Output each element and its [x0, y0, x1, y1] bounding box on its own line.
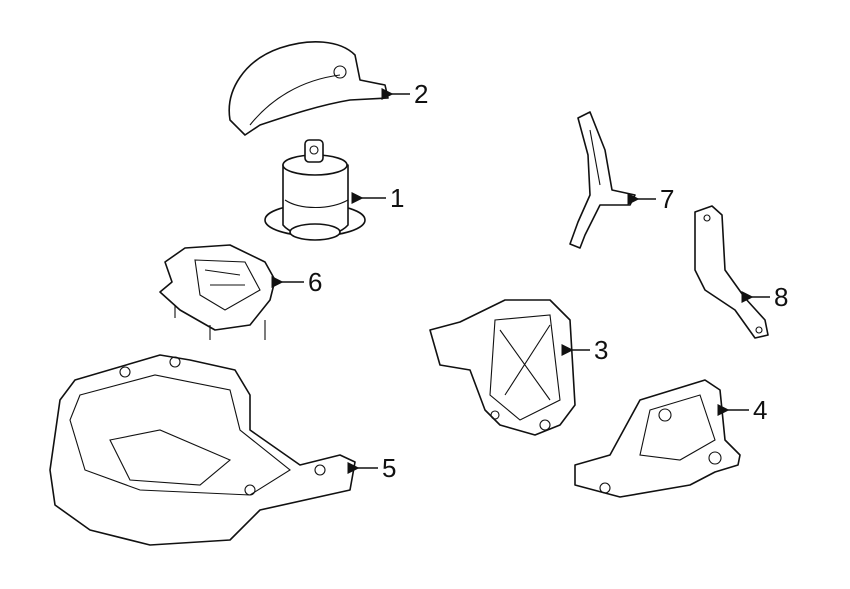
callout-1: 1	[390, 183, 405, 213]
callout-7: 7	[660, 184, 675, 214]
part-4-engine-bracket[interactable]	[574, 379, 741, 498]
part-3-mount-bracket[interactable]	[429, 299, 576, 436]
callout-6: 6	[308, 267, 323, 297]
callout-4: 4	[753, 395, 768, 425]
callout-2: 2	[414, 79, 429, 109]
part-7-support-bracket[interactable]	[569, 111, 636, 249]
leader-arrows	[271, 88, 770, 474]
part-1-engine-mount[interactable]	[264, 139, 366, 241]
part-5-crossmember[interactable]	[49, 354, 356, 546]
part-8-brace[interactable]	[694, 205, 769, 339]
part-2-heat-shield[interactable]	[228, 41, 389, 136]
part-6-transmission-mount[interactable]	[159, 244, 276, 340]
callout-3: 3	[594, 335, 609, 365]
callout-8: 8	[774, 282, 789, 312]
callout-5: 5	[382, 453, 397, 483]
